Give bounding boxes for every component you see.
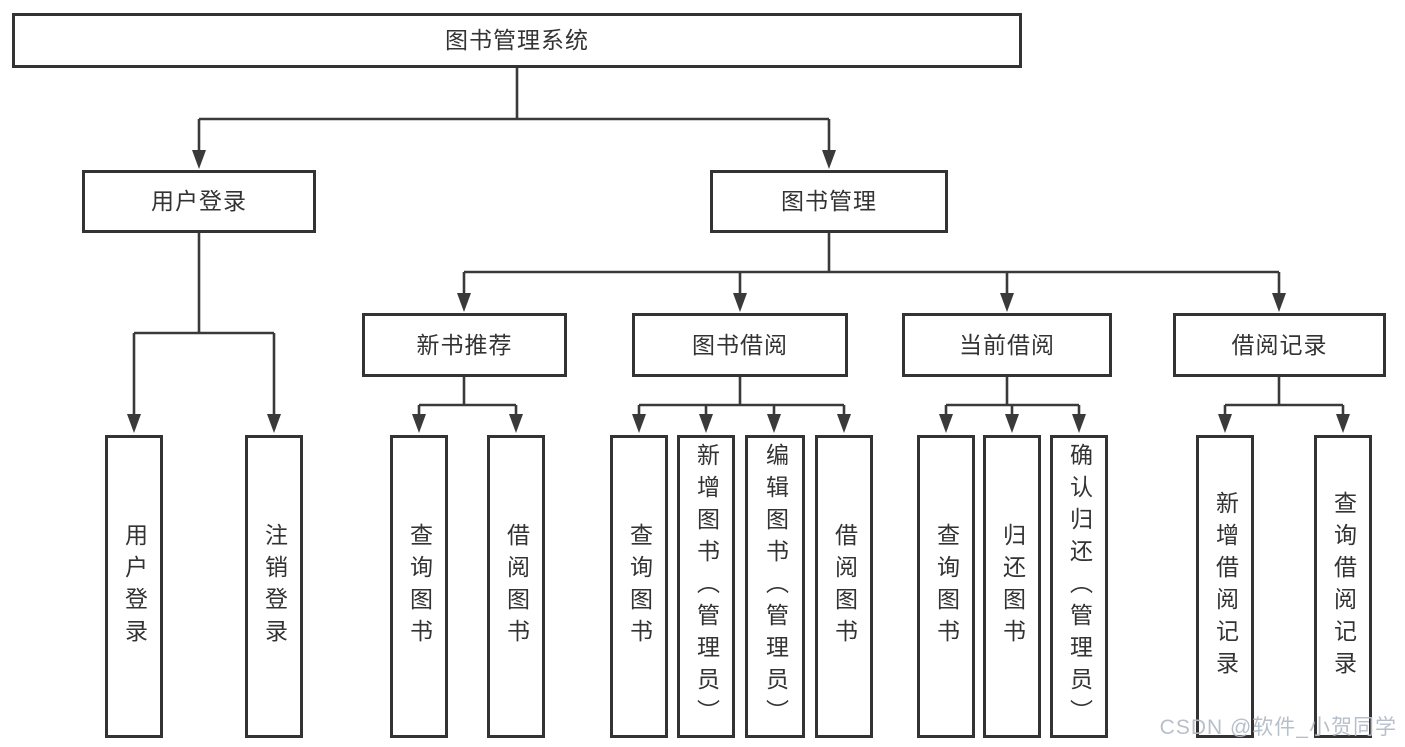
- leaf-query-books-recommend: 查询图书: [390, 435, 448, 738]
- leaf-add-books-admin: 新增图书（管理员）: [677, 435, 735, 738]
- leaf-return-books: 归还图书: [983, 435, 1041, 738]
- node-borrow-records: 借阅记录: [1173, 313, 1386, 377]
- arrowheads: [127, 150, 1350, 433]
- leaf-logout: 注销登录: [245, 435, 303, 738]
- node-system-root: 图书管理系统: [12, 13, 1022, 68]
- connector-records-children: [1223, 377, 1345, 415]
- connector-newbook-children: [417, 377, 518, 415]
- leaf-add-borrow-record: 新增借阅记录: [1196, 435, 1254, 738]
- leaf-query-books-borrow: 查询图书: [610, 435, 668, 738]
- node-current-borrow: 当前借阅: [902, 313, 1112, 377]
- leaf-edit-books-admin: 编辑图书（管理员）: [745, 435, 805, 738]
- node-user-login-branch: 用户登录: [82, 170, 316, 233]
- connector-borrow-children: [637, 377, 846, 415]
- connector-current-children: [944, 377, 1081, 415]
- node-book-management-branch: 图书管理: [710, 170, 948, 233]
- connector-userlogin-children: [132, 233, 276, 415]
- connector-root-to-level2: [197, 68, 831, 151]
- leaf-borrow-books: 借阅图书: [815, 435, 873, 738]
- leaf-query-borrow-record: 查询借阅记录: [1314, 435, 1372, 738]
- leaf-borrow-books-recommend: 借阅图书: [487, 435, 545, 738]
- leaf-confirm-return-admin: 确认归还（管理员）: [1050, 435, 1108, 738]
- connector-bookmgmt-children: [462, 233, 1281, 294]
- node-book-borrow: 图书借阅: [632, 313, 848, 377]
- leaf-query-books-current: 查询图书: [917, 435, 975, 738]
- leaf-user-login: 用户登录: [105, 435, 163, 738]
- node-new-book-recommend: 新书推荐: [362, 313, 567, 377]
